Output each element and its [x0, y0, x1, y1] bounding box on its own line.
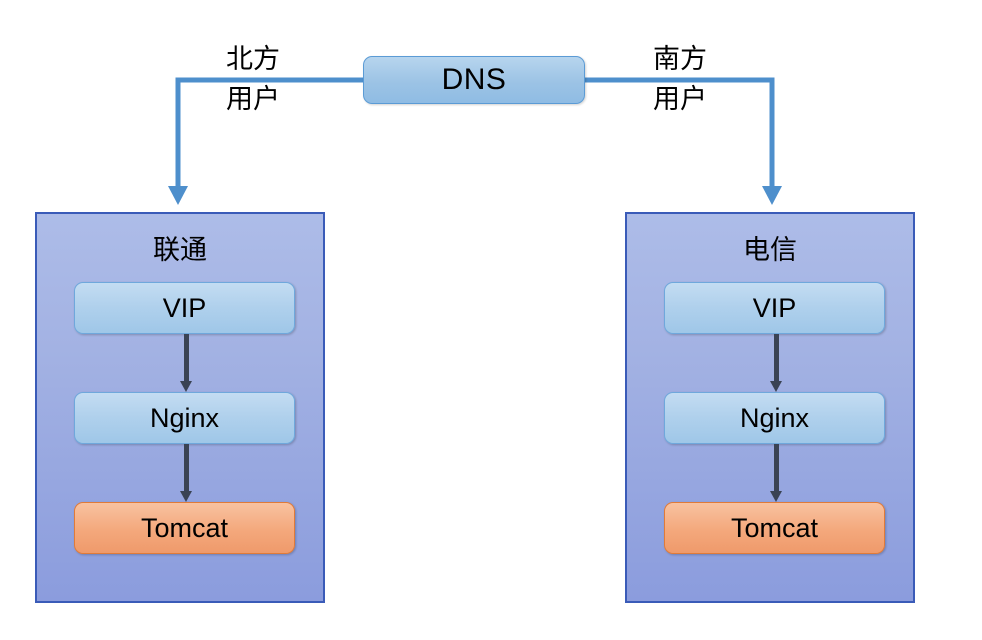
flow-arrow-head: [770, 491, 782, 502]
service-node-vip-unicom-label: VIP: [162, 292, 207, 323]
isp-group-unicom-title: 联通: [153, 235, 207, 266]
service-node-nginx-unicom-label: Nginx: [149, 402, 220, 433]
flow-arrow-shaft: [773, 444, 779, 491]
service-node-nginx-telecom-label: Nginx: [739, 402, 810, 433]
connector-north-arrowhead: [168, 186, 188, 205]
route-label-south: 南方 用户: [620, 40, 740, 120]
service-node-vip-telecom-label: VIP: [752, 292, 797, 323]
route-label-south-line2: 用户: [653, 84, 707, 115]
route-label-north-line2: 用户: [226, 84, 280, 115]
route-label-south-line1: 南方: [653, 44, 707, 75]
flow-arrow-head: [180, 491, 192, 502]
connector-south-arrowhead: [762, 186, 782, 205]
dns-node-label: DNS: [441, 63, 507, 96]
flow-arrow-head: [770, 381, 782, 392]
flow-arrow-nginx-to-tomcat-unicom: [180, 444, 192, 502]
service-node-tomcat-unicom[interactable]: Tomcat: [74, 502, 295, 554]
route-label-north: 北方 用户: [193, 40, 313, 120]
isp-group-telecom-title: 电信: [743, 235, 797, 266]
route-label-north-line1: 北方: [226, 44, 280, 75]
service-node-tomcat-telecom[interactable]: Tomcat: [664, 502, 885, 554]
flow-arrow-vip-to-nginx-unicom: [180, 334, 192, 392]
dns-node[interactable]: DNS: [363, 56, 585, 104]
service-node-vip-telecom[interactable]: VIP: [664, 282, 885, 334]
service-node-nginx-telecom[interactable]: Nginx: [664, 392, 885, 444]
service-node-tomcat-telecom-label: Tomcat: [730, 512, 819, 543]
flow-arrow-shaft: [183, 444, 189, 491]
flow-arrow-shaft: [773, 334, 779, 381]
flow-arrow-head: [180, 381, 192, 392]
isp-group-telecom[interactable]: 电信 VIP Nginx Tomcat: [625, 212, 915, 603]
service-node-tomcat-unicom-label: Tomcat: [140, 512, 229, 543]
service-node-vip-unicom[interactable]: VIP: [74, 282, 295, 334]
flow-arrow-nginx-to-tomcat-telecom: [770, 444, 782, 502]
service-node-nginx-unicom[interactable]: Nginx: [74, 392, 295, 444]
flow-arrow-shaft: [183, 334, 189, 381]
flow-arrow-vip-to-nginx-telecom: [770, 334, 782, 392]
isp-group-unicom[interactable]: 联通 VIP Nginx Tomcat: [35, 212, 325, 603]
